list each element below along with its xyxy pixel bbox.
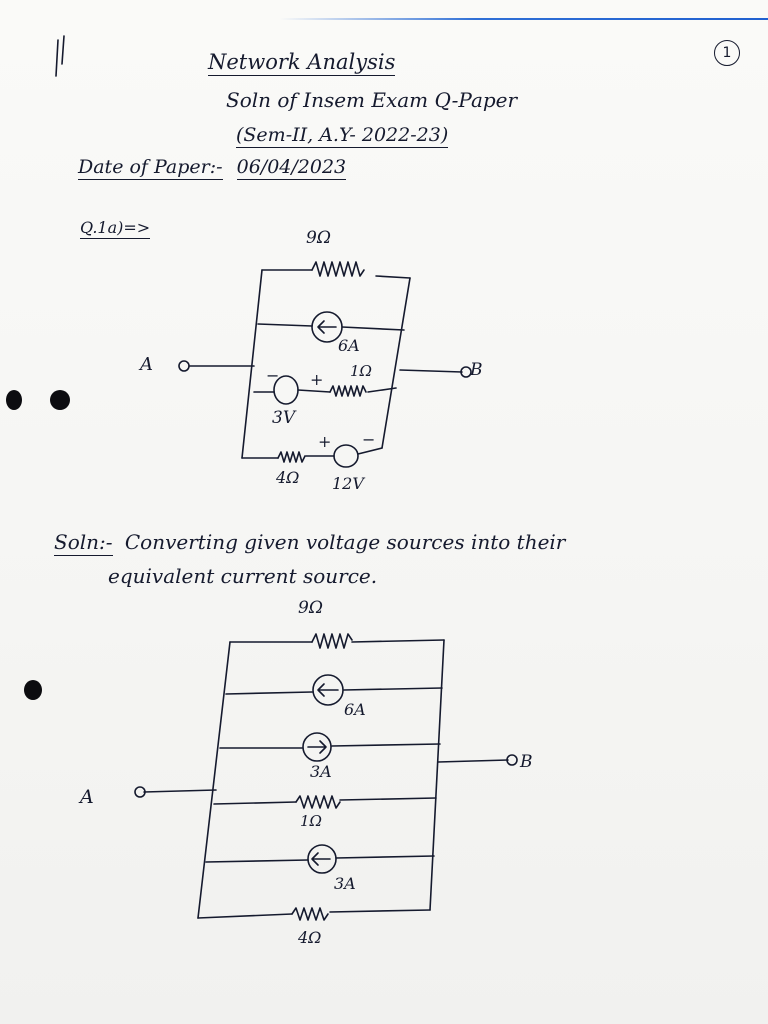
binder-hole [24,680,42,700]
c1-current-source-6a [311,311,343,343]
c2-current-source-3a-1 [302,732,332,762]
c1-voltage-source-12v [333,444,359,468]
subtitle: Soln of Insem Exam Q-Paper [226,88,517,112]
c1-terminal-a [178,360,190,372]
c2-r-top [311,633,353,649]
c2-arrow-3a-2 [311,852,331,866]
c1-3v-label: 3V [272,408,296,428]
date-label: Date of Paper:- [78,156,223,180]
c1-12v-label: 12V [332,474,364,493]
c2-terminal-a [134,786,146,798]
c1-terminal-b [460,366,472,378]
c1-minus-12v: − [362,430,376,449]
solution-label: Soln:- [54,530,113,556]
session-line: (Sem-II, A.Y- 2022-23) [236,124,449,148]
c1-current-label: 6A [338,336,360,355]
c2-top-wire [229,639,445,643]
c2-r-1ohm [295,795,341,809]
margin-mark [55,35,65,77]
c1-lead-b [399,369,463,373]
c2-arrow-6a [317,683,339,697]
c1-node-b: B [470,360,483,380]
c2-node-b: B [520,752,533,772]
c2-r-4ohm-label: 4Ω [298,928,322,947]
circuit-1 [178,261,472,468]
c2-terminal-b [506,754,518,766]
c1-r-4ohm-label: 4Ω [276,468,300,487]
c1-r-1ohm-label: 1Ω [350,362,372,380]
c2-current-source-3a-2 [307,844,337,874]
c2-r-1ohm-label: 1Ω [300,812,322,830]
c1-right-rail [381,277,411,449]
c2-right-rail [429,639,445,911]
solution-line-2: equivalent current source. [108,564,378,588]
solution-text-1: Converting given voltage sources into th… [124,530,566,554]
c2-left-rail [197,641,231,919]
solution-line-1: Soln:- Converting given voltage sources … [54,530,566,556]
c1-minus-3v: − [266,366,280,385]
date-value: 06/04/2023 [236,156,347,180]
c2-branch-3a-2 [205,855,435,863]
c1-r-top [311,261,365,277]
c1-top-wire [261,269,411,279]
c1-branch-12v [241,447,383,459]
subtitle-text: Soln of Insem Exam Q-Paper [226,88,518,112]
c2-bottom-wire [197,909,431,919]
c2-3a-label-2: 3A [334,874,356,893]
c2-node-a: A [80,786,94,808]
binder-hole [50,390,70,410]
c2-branch-6a [225,687,443,695]
question-label: Q.1a)=> [80,218,151,239]
c1-left-rail [241,269,263,459]
c2-branch-1ohm [213,797,437,805]
c1-r-top-label: 9Ω [306,228,331,248]
page-number: 1 [714,40,740,66]
c2-current-source-6a [312,674,344,706]
c1-voltage-source-3v [273,375,299,405]
c2-3a-label-1: 3A [310,762,332,781]
c2-r-4ohm [291,907,329,921]
page-top-edge [280,18,768,20]
c2-branch-3a-1 [219,743,441,749]
c2-lead-b [437,759,509,763]
c1-arrow-left [317,320,337,334]
c1-node-a: A [140,354,153,375]
circuit-2 [134,633,518,921]
c1-r-4ohm [277,451,306,463]
c1-plus-12v: + [318,432,332,451]
c1-branch-3v [253,387,397,393]
subject-title: Network Analysis [208,50,396,76]
c2-lead-a [143,789,217,793]
c1-plus-3v: + [310,370,324,389]
c2-6a-label: 6A [344,700,366,719]
c2-arrow-3a-1 [307,740,327,754]
binder-hole [6,390,22,410]
date-line: Date of Paper:- 06/04/2023 [78,156,347,180]
c1-r-1ohm [329,385,367,397]
c1-branch-6a [257,323,405,331]
c2-r-top-label: 9Ω [298,598,323,618]
